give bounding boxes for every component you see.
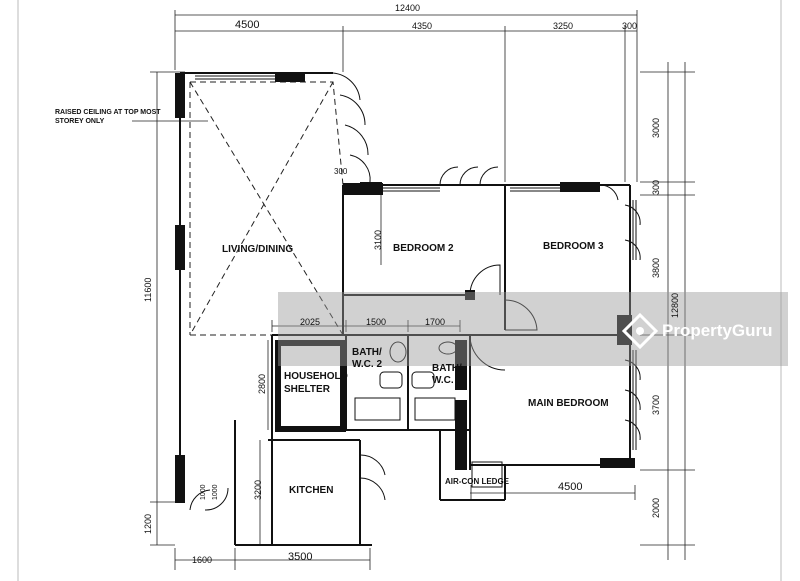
dim-1600: 1600 [192, 555, 213, 565]
dim-300-top: 300 [622, 21, 638, 31]
shelter-walls [275, 340, 346, 432]
dim-3250: 3250 [553, 21, 574, 31]
room-label-bath-1-line1: BATH/ [432, 363, 462, 374]
raised-ceiling-outline [189, 81, 344, 336]
dim-3100: 3100 [373, 229, 383, 250]
watermark-text: PropertyGuru [662, 321, 773, 340]
dim-12800: 12800 [670, 292, 680, 318]
dim-2800: 2800 [257, 373, 267, 394]
dim-1200: 1200 [143, 513, 153, 534]
dim-1500: 1500 [366, 317, 387, 327]
room-label-bedroom-3: BEDROOM 3 [543, 241, 604, 252]
room-label-shelter-line2: SHELTER [284, 384, 330, 395]
dim-1000: 1000 [200, 484, 207, 500]
room-label-bedroom-2: BEDROOM 2 [393, 243, 454, 254]
propertyguru-logo-icon [621, 312, 659, 350]
dim-300-right: 300 [651, 179, 661, 195]
dim-2025: 2025 [300, 317, 321, 327]
room-label-kitchen: KITCHEN [289, 485, 334, 496]
dim-4500-bottom: 4500 [558, 481, 583, 493]
dim-1700: 1700 [425, 317, 446, 327]
room-label-bath-2-line1: BATH/ [352, 347, 382, 358]
dim-3700: 3700 [651, 394, 661, 415]
door-swings [189, 72, 641, 511]
dim-11600: 11600 [143, 277, 153, 302]
dim-4350: 4350 [412, 21, 433, 31]
room-label-living-dining: LIVING/DINING [222, 244, 294, 255]
bathroom-fixtures [354, 341, 458, 421]
dim-3000: 3000 [651, 117, 661, 138]
room-label-aircon-ledge: AIR-CON LEDGE [445, 477, 509, 486]
dim-4500-top: 4500 [235, 19, 260, 31]
dimension-lines [150, 10, 695, 570]
room-label-bath-2-line2: W.C. 2 [352, 359, 383, 370]
room-label-shelter-line1: HOUSEHOLD [284, 371, 348, 382]
room-label-bath-1-line2: W.C. [432, 375, 454, 386]
dim-1000b: 1000 [212, 484, 219, 500]
watermark-band [278, 292, 788, 366]
aircon-ledge-box [471, 461, 503, 488]
structural-columns [175, 72, 635, 503]
dim-300-corner: 300 [334, 167, 348, 176]
frame-lines [17, 0, 782, 581]
dim-2000: 2000 [651, 497, 661, 518]
room-label-main-bedroom: MAIN BEDROOM [528, 398, 609, 409]
dim-3200: 3200 [253, 479, 263, 500]
raised-ceiling-note: RAISED CEILING AT TOP MOST STOREY ONLY [55, 109, 161, 125]
dim-3800: 3800 [651, 257, 661, 278]
dim-3500: 3500 [288, 551, 313, 563]
dim-total-width: 12400 [395, 3, 421, 13]
